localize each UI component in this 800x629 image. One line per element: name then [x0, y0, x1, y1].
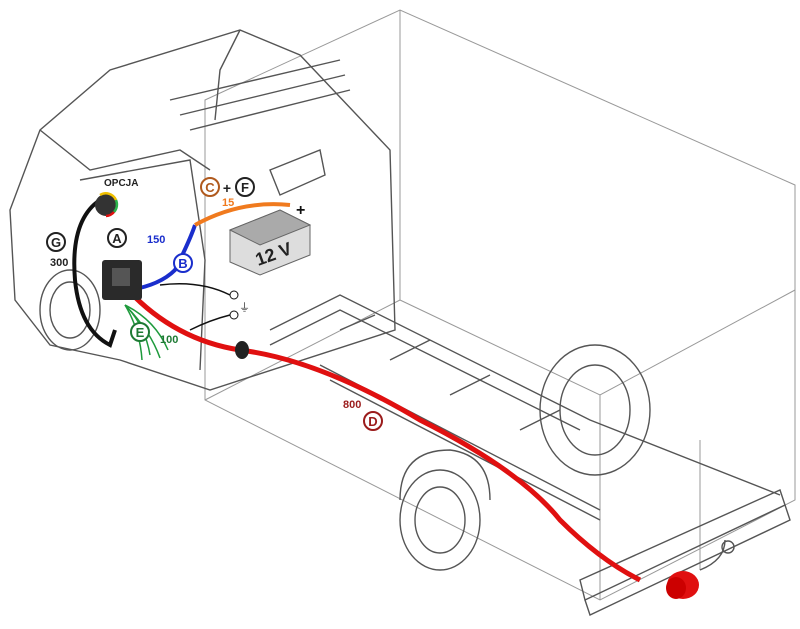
wire-g-black	[72, 198, 117, 348]
battery	[228, 209, 312, 276]
tow-ball	[721, 540, 735, 554]
plus-sign: +	[223, 180, 231, 196]
wire-c-orange	[194, 202, 291, 227]
front-wheel	[39, 269, 101, 351]
option-label: OPCJA	[104, 178, 138, 189]
callout-b	[173, 253, 193, 273]
callout-f	[235, 177, 255, 197]
callout-e-label: E	[136, 325, 145, 340]
length-e: 100	[160, 334, 178, 346]
callout-c	[200, 177, 220, 197]
cab	[9, 29, 396, 391]
length-b: 150	[147, 234, 165, 246]
callout-d	[363, 411, 383, 431]
length-g: 300	[50, 257, 68, 269]
rear-bumper	[579, 489, 791, 616]
option-indicator	[95, 192, 119, 218]
control-module	[102, 260, 142, 300]
ground-symbol: ⏚	[239, 301, 250, 314]
ring-terminal-1	[229, 290, 239, 300]
callout-g	[46, 232, 66, 252]
callout-a-label: A	[112, 231, 122, 246]
rear-wheel	[399, 449, 491, 571]
callout-g-label: G	[51, 235, 61, 250]
trailer-socket	[666, 571, 699, 599]
grommet	[235, 341, 249, 359]
callout-a	[107, 228, 127, 248]
rear-dual-wheel	[539, 344, 651, 476]
callout-b-label: B	[178, 256, 187, 271]
callout-d-label: D	[368, 414, 377, 429]
ground-wire-2	[189, 314, 231, 331]
length-c: 15	[222, 197, 234, 209]
callout-e	[130, 322, 150, 342]
wire-d-red	[126, 288, 642, 583]
wire-b-blue	[129, 224, 197, 292]
battery-plus: +	[296, 202, 305, 219]
ring-terminal-2	[229, 310, 239, 320]
cargo-box	[204, 9, 796, 601]
ground-wire-1	[159, 283, 231, 296]
length-d: 800	[343, 399, 361, 411]
callout-c-label: C	[205, 180, 215, 195]
callout-f-label: F	[241, 180, 249, 195]
